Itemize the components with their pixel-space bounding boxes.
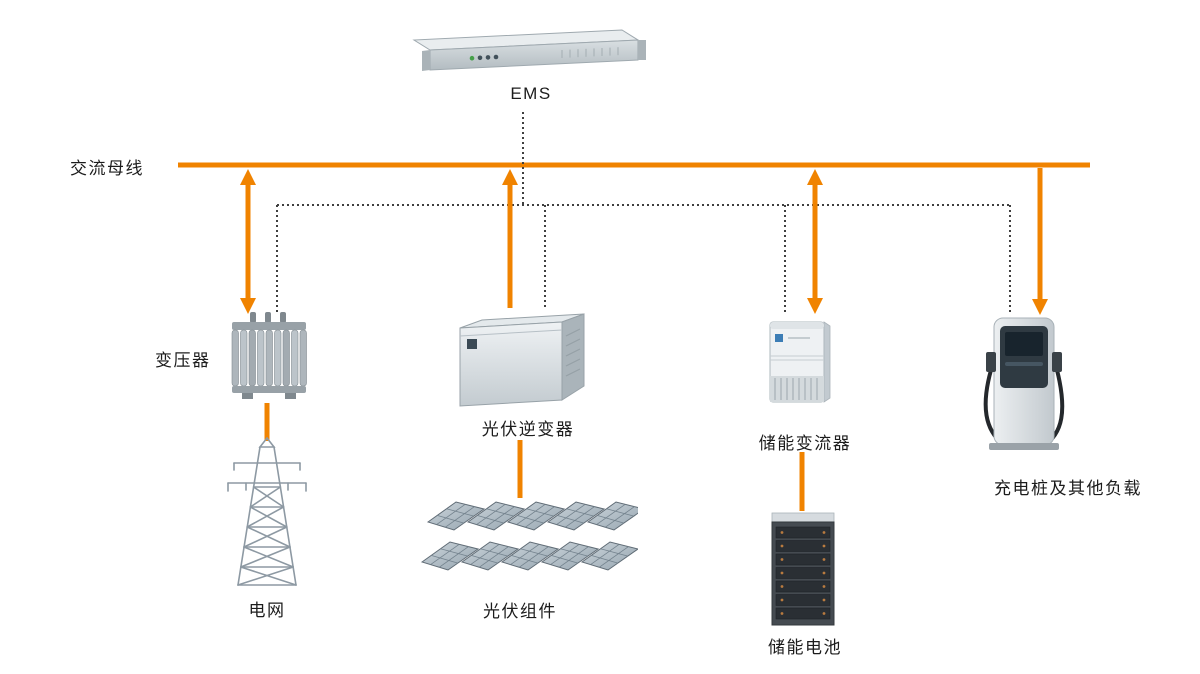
transmission-tower-icon — [222, 437, 312, 593]
arrow-storage-bus — [807, 169, 823, 314]
ac-bus-label: 交流母线 — [70, 159, 144, 178]
pv-modules-label: 光伏组件 — [483, 602, 557, 621]
rack-server-icon — [412, 24, 650, 86]
inverter-cabinet-icon — [450, 306, 598, 408]
grid-label: 电网 — [248, 601, 286, 620]
pv-inverter-label: 光伏逆变器 — [481, 420, 575, 439]
comm-dotted-network — [276, 112, 1011, 315]
arrow-grid-bus — [240, 169, 256, 314]
ems-label: EMS — [510, 84, 552, 103]
ev-charger-icon — [973, 314, 1075, 456]
transformer-label: 变压器 — [155, 351, 211, 370]
arrow-load-bus — [1032, 168, 1048, 315]
transformer-icon — [222, 312, 317, 402]
storage-battery-label: 储能电池 — [768, 638, 842, 657]
arrow-pv-bus — [502, 169, 518, 308]
pcs-inverter-icon — [766, 314, 834, 410]
charging-load-label: 充电桩及其他负载 — [994, 479, 1142, 498]
storage-converter-label: 储能变流器 — [758, 434, 852, 453]
solar-panels-icon — [420, 494, 638, 590]
battery-cabinet-icon — [766, 511, 841, 631]
